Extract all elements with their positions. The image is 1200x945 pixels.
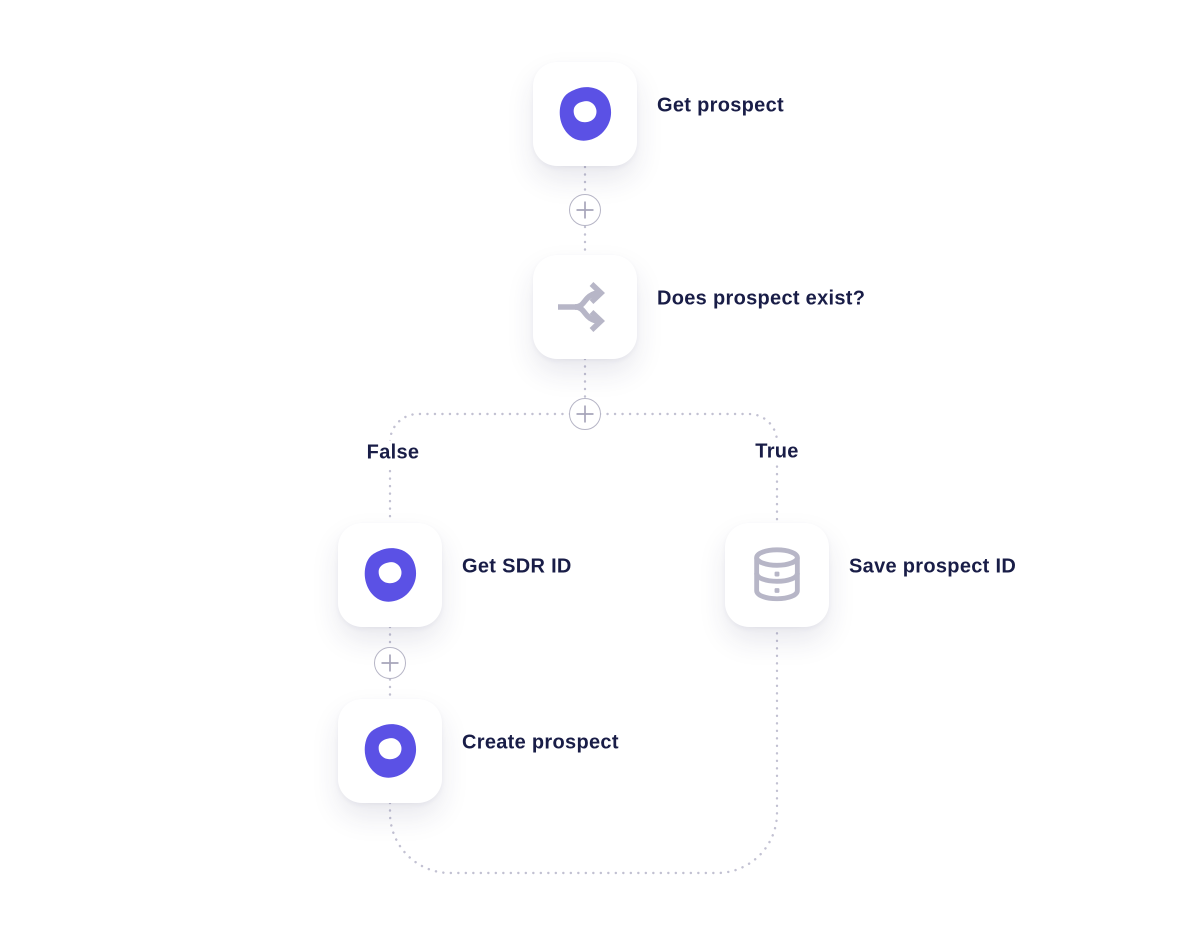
branch-split-icon (558, 282, 605, 332)
node-card-get-sdr-id[interactable] (338, 523, 442, 627)
add-step-button-branch[interactable] (569, 398, 601, 430)
node-label-does-prospect-exist: Does prospect exist? (657, 287, 866, 310)
node-card-does-prospect-exist[interactable] (533, 255, 637, 359)
add-step-button[interactable] (569, 194, 601, 226)
plus-icon (381, 654, 399, 672)
node-card-create-prospect[interactable] (338, 699, 442, 803)
add-step-button-false-branch[interactable] (374, 647, 406, 679)
node-card-save-prospect-id[interactable] (725, 523, 829, 627)
workflow-node-does-prospect-exist: Does prospect exist? (533, 255, 865, 359)
connector-branch-false (388, 412, 587, 525)
node-card-get-prospect[interactable] (533, 62, 637, 166)
workflow-node-create-prospect: Create prospect (338, 699, 618, 803)
branch-label-false: False (360, 440, 426, 466)
node-label-create-prospect: Create prospect (462, 731, 619, 754)
plus-icon (576, 405, 594, 423)
node-label-get-sdr-id: Get SDR ID (462, 555, 572, 578)
plus-icon (576, 201, 594, 219)
outreach-logo-icon (559, 87, 612, 141)
workflow-node-get-sdr-id: Get SDR ID (338, 523, 571, 627)
connector-branch-true (583, 412, 779, 525)
outreach-logo-icon (364, 724, 417, 778)
outreach-logo-icon (364, 548, 417, 602)
workflow-node-get-prospect: Get prospect (533, 62, 784, 166)
node-label-save-prospect-id: Save prospect ID (849, 555, 1017, 578)
branch-label-true: True (749, 439, 805, 465)
database-icon (754, 547, 800, 602)
workflow-node-save-prospect-id: Save prospect ID (725, 523, 1016, 627)
node-label-get-prospect: Get prospect (657, 94, 784, 117)
